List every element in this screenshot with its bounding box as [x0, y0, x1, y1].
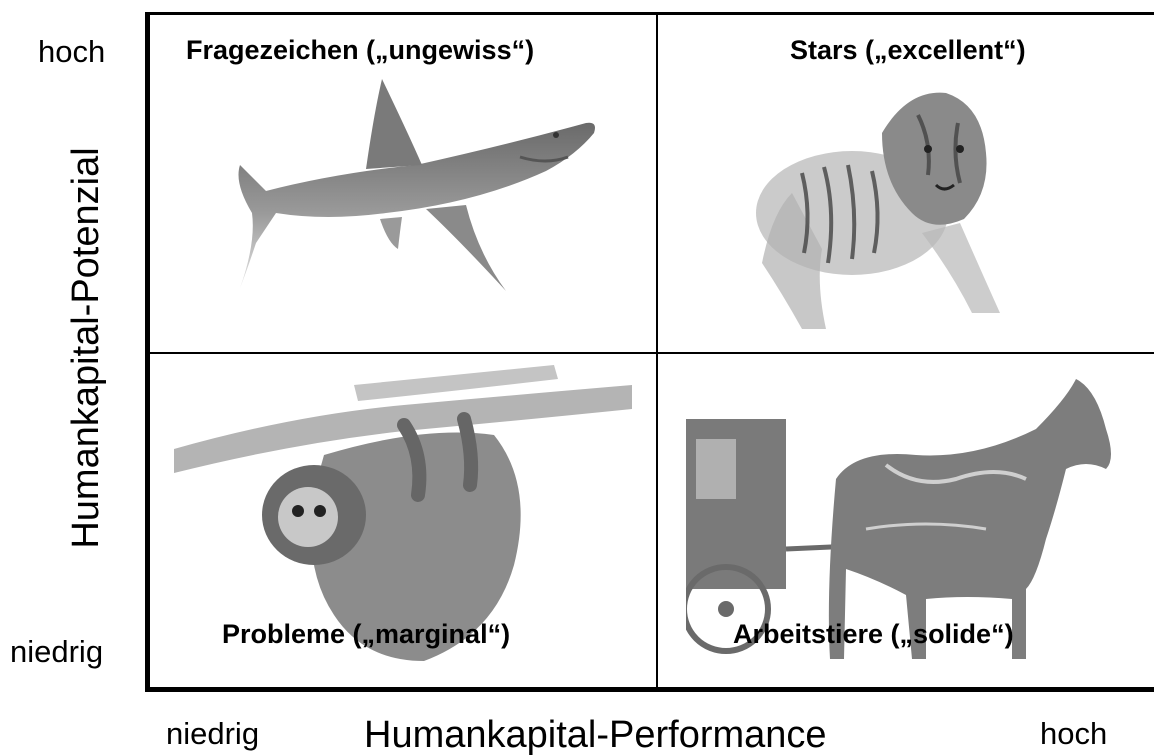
shark-illustration — [216, 73, 606, 303]
tiger-illustration — [732, 63, 1032, 339]
y-axis-title: Humankapital-Potenzial — [67, 147, 105, 548]
quadrant-question-marks-label: Fragezeichen („ungewiss“) — [186, 37, 534, 64]
y-axis-low-label: niedrig — [10, 636, 103, 667]
horizontal-divider — [150, 352, 1154, 354]
vertical-divider — [656, 15, 658, 687]
x-axis-title: Humankapital-Performance — [364, 716, 827, 754]
quadrant-problems-label: Probleme („marginal“) — [222, 621, 510, 648]
portfolio-matrix: Fragezeichen („ungewiss“) Stars („excell… — [145, 12, 1154, 692]
y-axis-high-label: hoch — [38, 36, 105, 67]
x-axis-high-label: hoch — [1040, 718, 1107, 749]
x-axis-low-label: niedrig — [166, 718, 259, 749]
quadrant-workhorses-label: Arbeitstiere („solide“) — [733, 621, 1014, 648]
quadrant-stars-label: Stars („excellent“) — [790, 37, 1026, 64]
